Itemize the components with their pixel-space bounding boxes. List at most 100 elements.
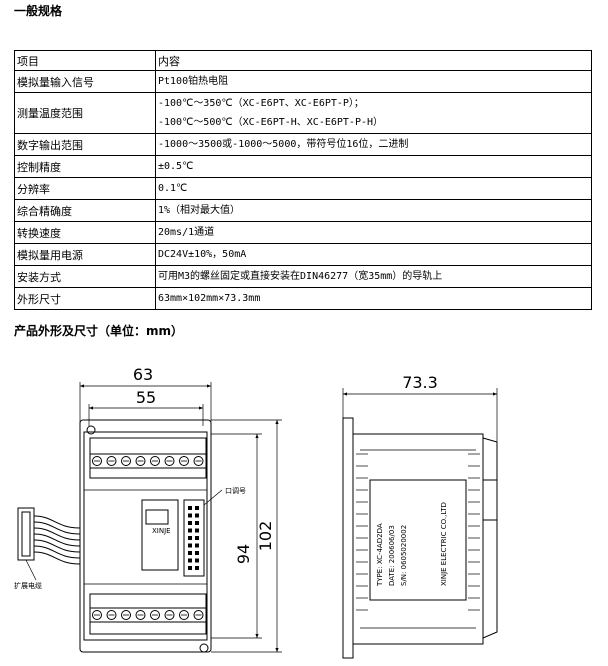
- dim-63-label: 63: [133, 365, 153, 384]
- table-row: 控制精度±0.5℃: [14, 155, 592, 178]
- top-terminal-screws: [92, 456, 204, 466]
- connector-pin: [188, 506, 192, 510]
- terminal-screw: [106, 610, 117, 620]
- terminal-screw: [150, 456, 160, 466]
- table-row: 安装方式可用M3的螺丝固定或直接安装在DIN46277（宽35mm）的导轨上: [14, 265, 592, 288]
- brand-logo: XINJE: [152, 527, 171, 535]
- spec-value: -1000～3500或-1000～5000，带符号位16位，二进制: [155, 133, 592, 156]
- spec-value: ±0.5℃: [155, 155, 592, 178]
- spec-value: 63mm×102mm×73.3mm: [155, 287, 592, 310]
- general-specs-title: 一般规格: [14, 4, 63, 18]
- table-row: 测量温度范围-100℃～350℃（XC-E6PT、XC-E6PT-P）；-100…: [14, 92, 592, 134]
- spec-value-line: Pt100铂热电阻: [158, 76, 229, 87]
- terminal-screw: [164, 610, 175, 620]
- spec-value-line: -1000～3500或-1000～5000，带符号位16位，二进制: [158, 139, 409, 150]
- spec-value-line: 0.1℃: [158, 183, 188, 194]
- connector-pin: [188, 551, 192, 555]
- terminal-screw: [193, 610, 204, 620]
- terminal-screw: [135, 456, 146, 466]
- connector-pin: [195, 506, 199, 510]
- connector-pin: [195, 543, 199, 548]
- nameplate-line-3: S/N: 0605020002: [400, 525, 408, 586]
- side-vent-fins: [356, 453, 480, 611]
- connector-pin: [195, 566, 199, 570]
- connector-pin: [195, 551, 199, 555]
- terminal-screw: [121, 610, 131, 620]
- terminal-screw: [164, 456, 175, 466]
- spec-key: 数字输出范围: [14, 133, 156, 156]
- spec-value: 0.1℃: [155, 177, 592, 200]
- spec-key: 模拟量输入信号: [14, 70, 156, 93]
- spec-key: 测量温度范围: [14, 92, 156, 134]
- dimensions-title: 产品外形及尺寸（单位：mm）: [14, 324, 184, 338]
- nameplate-line-2: DATE: 200606/03: [388, 525, 396, 586]
- spec-value: 1%（相对最大值）: [155, 199, 592, 222]
- connector-pin: [188, 558, 192, 563]
- spec-value: DC24V±10%，50mA: [155, 243, 592, 266]
- terminal-screw: [193, 456, 204, 466]
- spec-value: 20ms/1通道: [155, 221, 592, 244]
- spec-value-line: -100℃～500℃（XC-E6PT-H、XC-E6PT-P-H）: [158, 117, 384, 128]
- port-label: 口调号: [225, 486, 246, 495]
- spec-key: 模拟量用电源: [14, 243, 156, 266]
- connector-pin: [188, 521, 192, 525]
- spec-value: Pt100铂热电阻: [155, 70, 592, 93]
- connector-pin: [195, 521, 199, 525]
- terminal-screw: [179, 456, 189, 466]
- spec-key: 控制精度: [14, 155, 156, 178]
- spec-key: 分辨率: [14, 177, 156, 200]
- expansion-cable: [17, 507, 81, 581]
- header-key: 项目: [14, 50, 156, 71]
- connector-pin: [195, 558, 199, 563]
- connector-pin: [188, 528, 192, 533]
- spec-key: 安装方式: [14, 265, 156, 288]
- connector-pin: [188, 566, 192, 570]
- bottom-terminal-screws: [92, 610, 204, 620]
- terminal-screw: [92, 456, 102, 466]
- spec-value-line: 可用M3的螺丝固定或直接安装在DIN46277（宽35mm）的导轨上: [158, 271, 443, 282]
- dim-73-label: 73.3: [402, 373, 438, 392]
- spec-value-line: ±0.5℃: [158, 161, 194, 172]
- dim-102-label: 102: [256, 521, 275, 552]
- dim-55-label: 55: [136, 388, 156, 407]
- terminal-screw: [135, 610, 146, 620]
- connector-pin: [188, 543, 192, 548]
- side-width-dimension: [342, 388, 498, 442]
- dimension-drawing: 63 55 XINJE 口调号: [14, 365, 498, 659]
- spec-value-line: -100℃～350℃（XC-E6PT、XC-E6PT-P）；: [158, 98, 364, 109]
- spec-key: 综合精确度: [14, 199, 156, 222]
- nameplate-company: XINJE ELECTRIC CO.,LTD: [440, 502, 448, 586]
- connector-pin: [195, 513, 199, 518]
- side-view: [342, 417, 498, 659]
- spec-key: 外形尺寸: [14, 287, 156, 310]
- terminal-screw: [106, 456, 117, 466]
- spec-value: -100℃～350℃（XC-E6PT、XC-E6PT-P）； -100℃～500℃…: [155, 92, 592, 134]
- terminal-screw: [92, 610, 102, 620]
- terminal-screw: [121, 456, 131, 466]
- nameplate-line-1: TYPE: XC-4AD2DA: [376, 523, 384, 587]
- spec-key: 转换速度: [14, 221, 156, 244]
- terminal-screw: [179, 610, 189, 620]
- terminal-screw: [150, 610, 160, 620]
- spec-value-line: 63mm×102mm×73.3mm: [158, 293, 261, 304]
- connector-pin: [195, 536, 199, 540]
- table-row: 数字输出范围-1000～3500或-1000～5000，带符号位16位，二进制: [14, 133, 592, 156]
- height-dimensions: [211, 419, 282, 653]
- spec-value-line: 20ms/1通道: [158, 227, 215, 238]
- spec-value-line: DC24V±10%，50mA: [158, 249, 247, 260]
- dim-94-label: 94: [234, 544, 253, 564]
- spec-value: 可用M3的螺丝固定或直接安装在DIN46277（宽35mm）的导轨上: [155, 265, 592, 288]
- header-value: 内容: [155, 50, 592, 71]
- connector-pin: [188, 513, 192, 518]
- front-view: 63 55: [79, 365, 212, 653]
- connector-pin: [195, 528, 199, 533]
- table-header-row: 项目 内容: [14, 50, 592, 71]
- connector-pin: [188, 536, 192, 540]
- spec-value-line: 1%（相对最大值）: [158, 205, 241, 216]
